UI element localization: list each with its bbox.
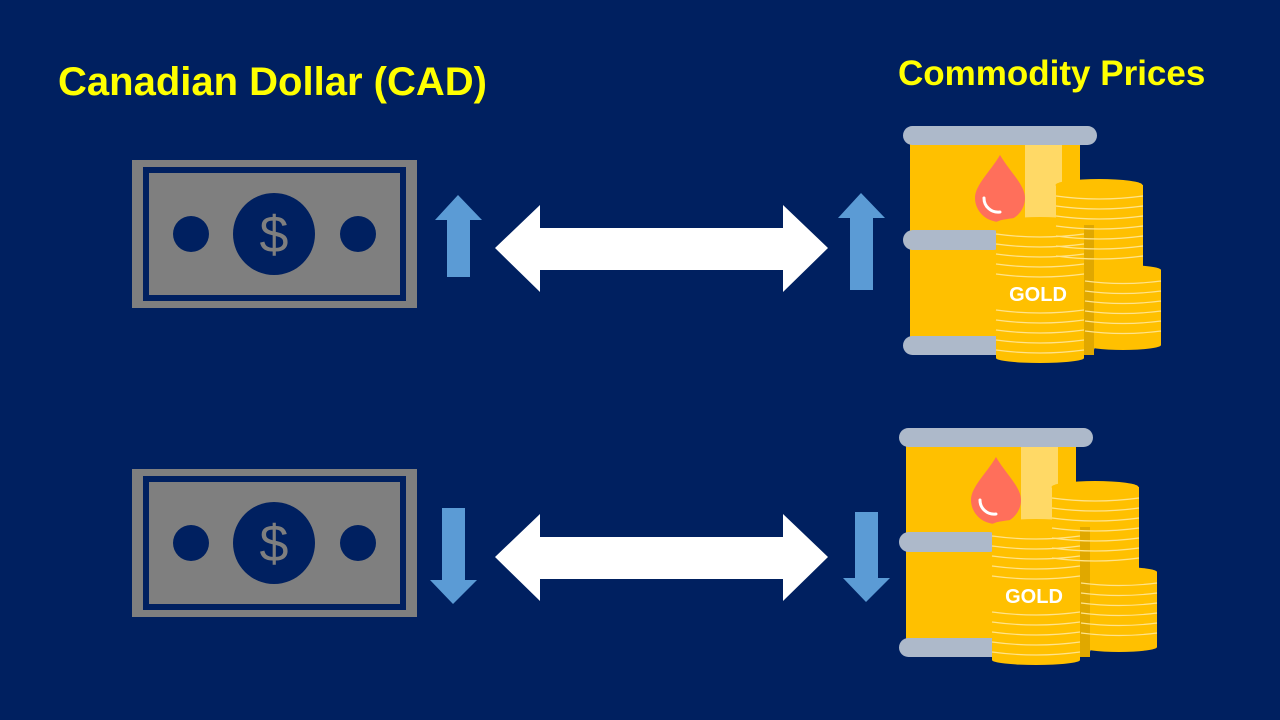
double-arrow-icon bbox=[495, 514, 828, 601]
oil-barrel-icon: GOLD bbox=[903, 126, 1162, 363]
gold-coins-icon: GOLD bbox=[995, 179, 1162, 363]
arrow-up-icon bbox=[838, 193, 885, 290]
cad-title: Canadian Dollar (CAD) bbox=[58, 60, 487, 104]
arrow-down-icon bbox=[843, 512, 890, 602]
banknote-icon bbox=[132, 469, 417, 617]
double-arrow-icon bbox=[495, 205, 828, 292]
oil-barrel-icon bbox=[897, 426, 1159, 667]
arrow-up-icon bbox=[435, 195, 482, 277]
commodity-title: Commodity Prices bbox=[898, 54, 1206, 93]
arrow-down-icon bbox=[430, 508, 477, 604]
gold-label: GOLD bbox=[1009, 284, 1067, 306]
banknote-icon bbox=[132, 160, 417, 308]
